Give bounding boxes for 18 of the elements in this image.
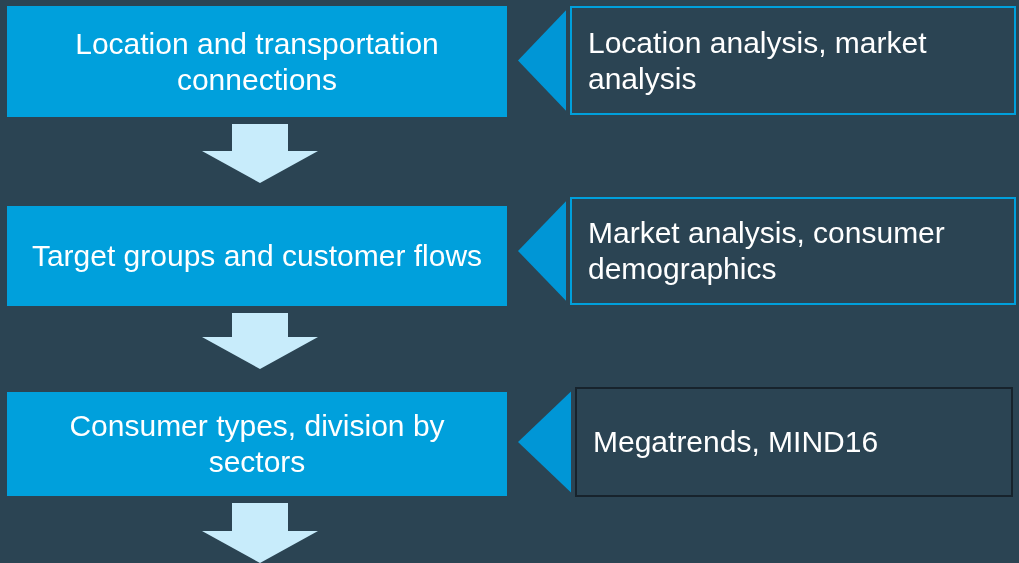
block-arrow xyxy=(202,503,318,563)
block-arrow xyxy=(202,124,318,183)
process-box xyxy=(7,6,507,117)
wedge-arrow xyxy=(518,391,571,493)
block-arrow xyxy=(202,313,318,369)
box-text: Consumer types, division by sectors xyxy=(68,408,446,480)
process-box xyxy=(7,392,507,496)
wedge-arrow xyxy=(518,10,566,111)
process-box xyxy=(7,206,507,306)
info-box xyxy=(570,6,1016,115)
box-text: Target groups and customer flows xyxy=(31,238,483,274)
wedge-arrow xyxy=(518,201,566,301)
box-text: Megatrends, MIND16 xyxy=(593,424,879,460)
info-box xyxy=(570,197,1016,305)
box-text: Market analysis, consumer demographics xyxy=(588,215,946,287)
box-text: Location analysis, market analysis xyxy=(588,24,928,97)
box-text: Location and transportation connections xyxy=(74,25,440,98)
info-box xyxy=(575,387,1013,497)
